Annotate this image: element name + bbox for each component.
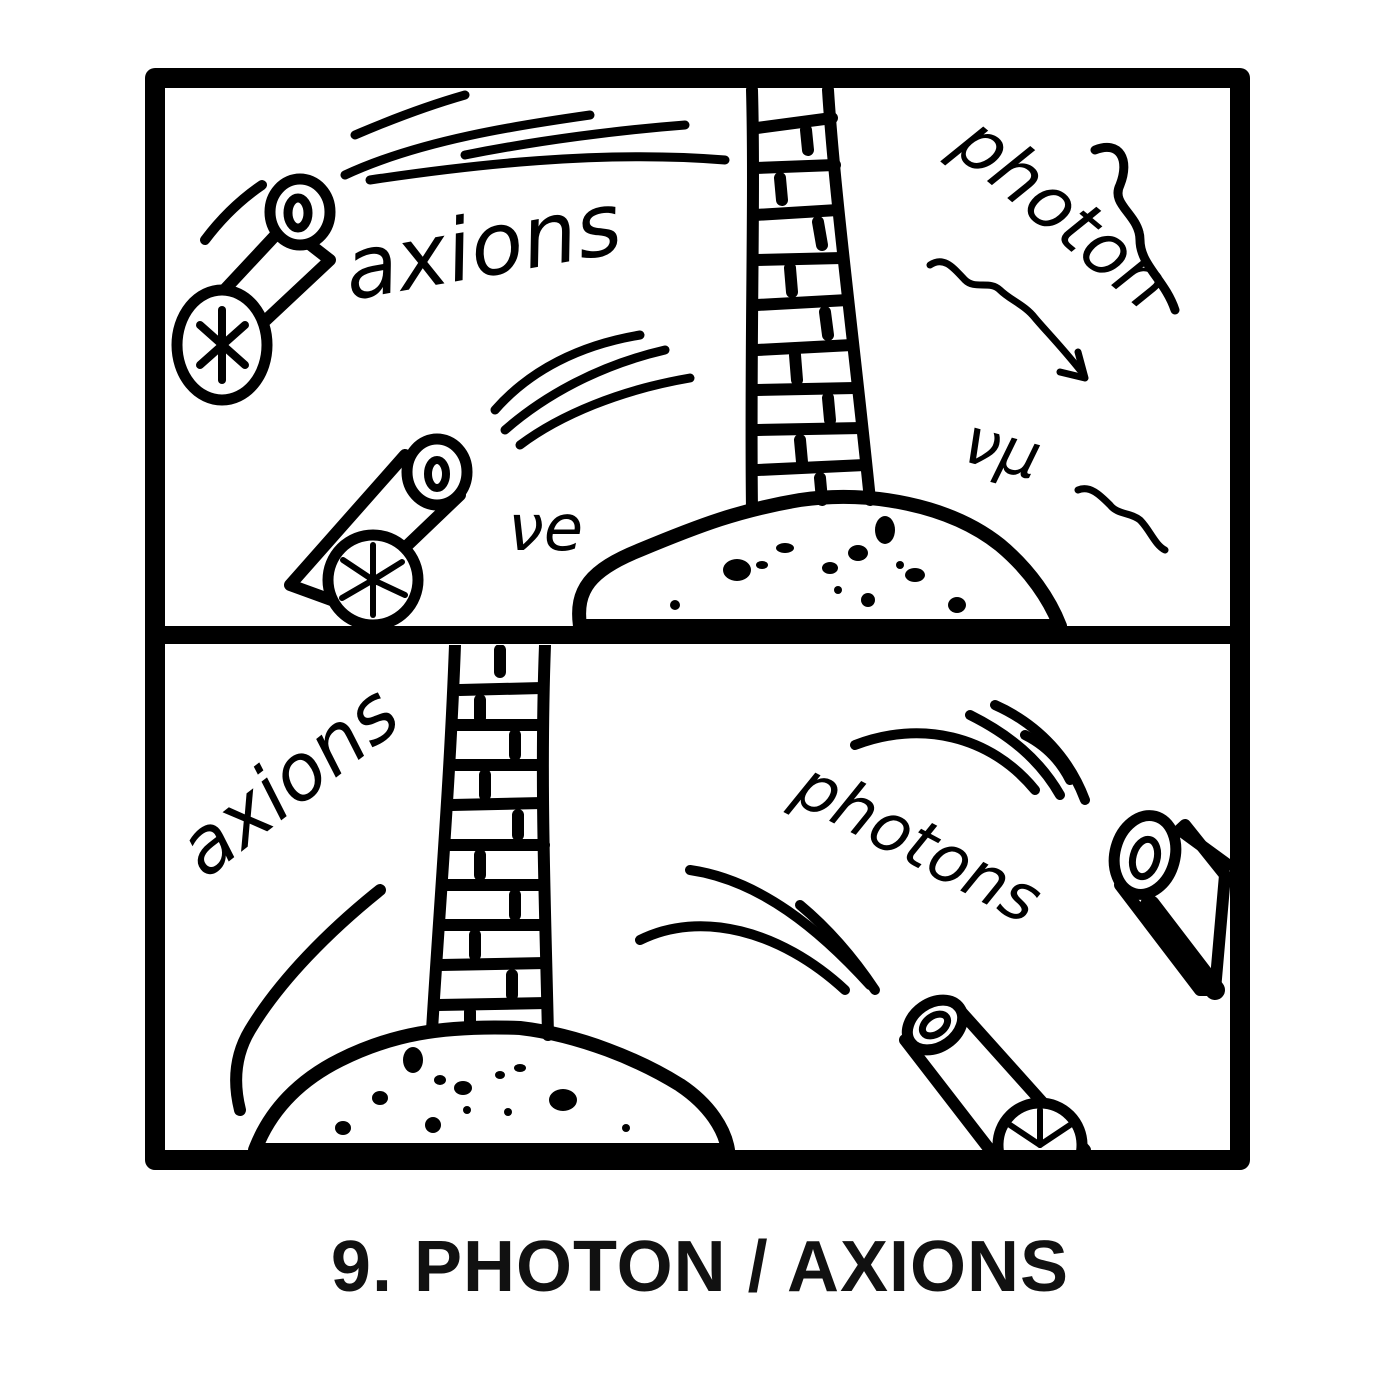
label-nu-e: νe bbox=[508, 492, 583, 566]
speed-line-left bbox=[230, 884, 386, 1116]
brick-tower bbox=[426, 645, 554, 1041]
label-nu-mu: νμ bbox=[956, 404, 1049, 495]
label-axions-2: axions bbox=[161, 668, 416, 895]
comic-frame bbox=[145, 68, 1250, 1170]
cannon-2 bbox=[284, 433, 473, 626]
wavy-line-bottom-right bbox=[1074, 485, 1169, 554]
cannon-4 bbox=[1108, 810, 1230, 1000]
cannon-3 bbox=[899, 994, 1091, 1150]
panel-2: axions photons bbox=[161, 645, 1230, 1150]
cannon-1 bbox=[171, 173, 336, 406]
speed-lines-top bbox=[340, 90, 730, 185]
hill-rocks bbox=[335, 1047, 630, 1135]
speed-dash bbox=[200, 180, 267, 245]
panel-1: axions photon νe νμ bbox=[171, 88, 1187, 626]
label-photon: photon bbox=[938, 98, 1187, 326]
caption-title: 9. PHOTON / AXIONS bbox=[330, 1227, 1070, 1307]
label-photons: photons bbox=[782, 746, 1054, 940]
wavy-line-top-right bbox=[1090, 143, 1180, 315]
hill-rocks bbox=[670, 516, 966, 613]
speed-lines-right bbox=[635, 700, 1090, 995]
label-axions-1: axions bbox=[336, 174, 629, 321]
photon-arrow bbox=[926, 258, 1089, 382]
hill-drawing bbox=[248, 1020, 735, 1150]
brick-tower bbox=[745, 88, 876, 516]
speed-lines-middle bbox=[490, 330, 695, 450]
hill-drawing bbox=[572, 490, 1067, 626]
